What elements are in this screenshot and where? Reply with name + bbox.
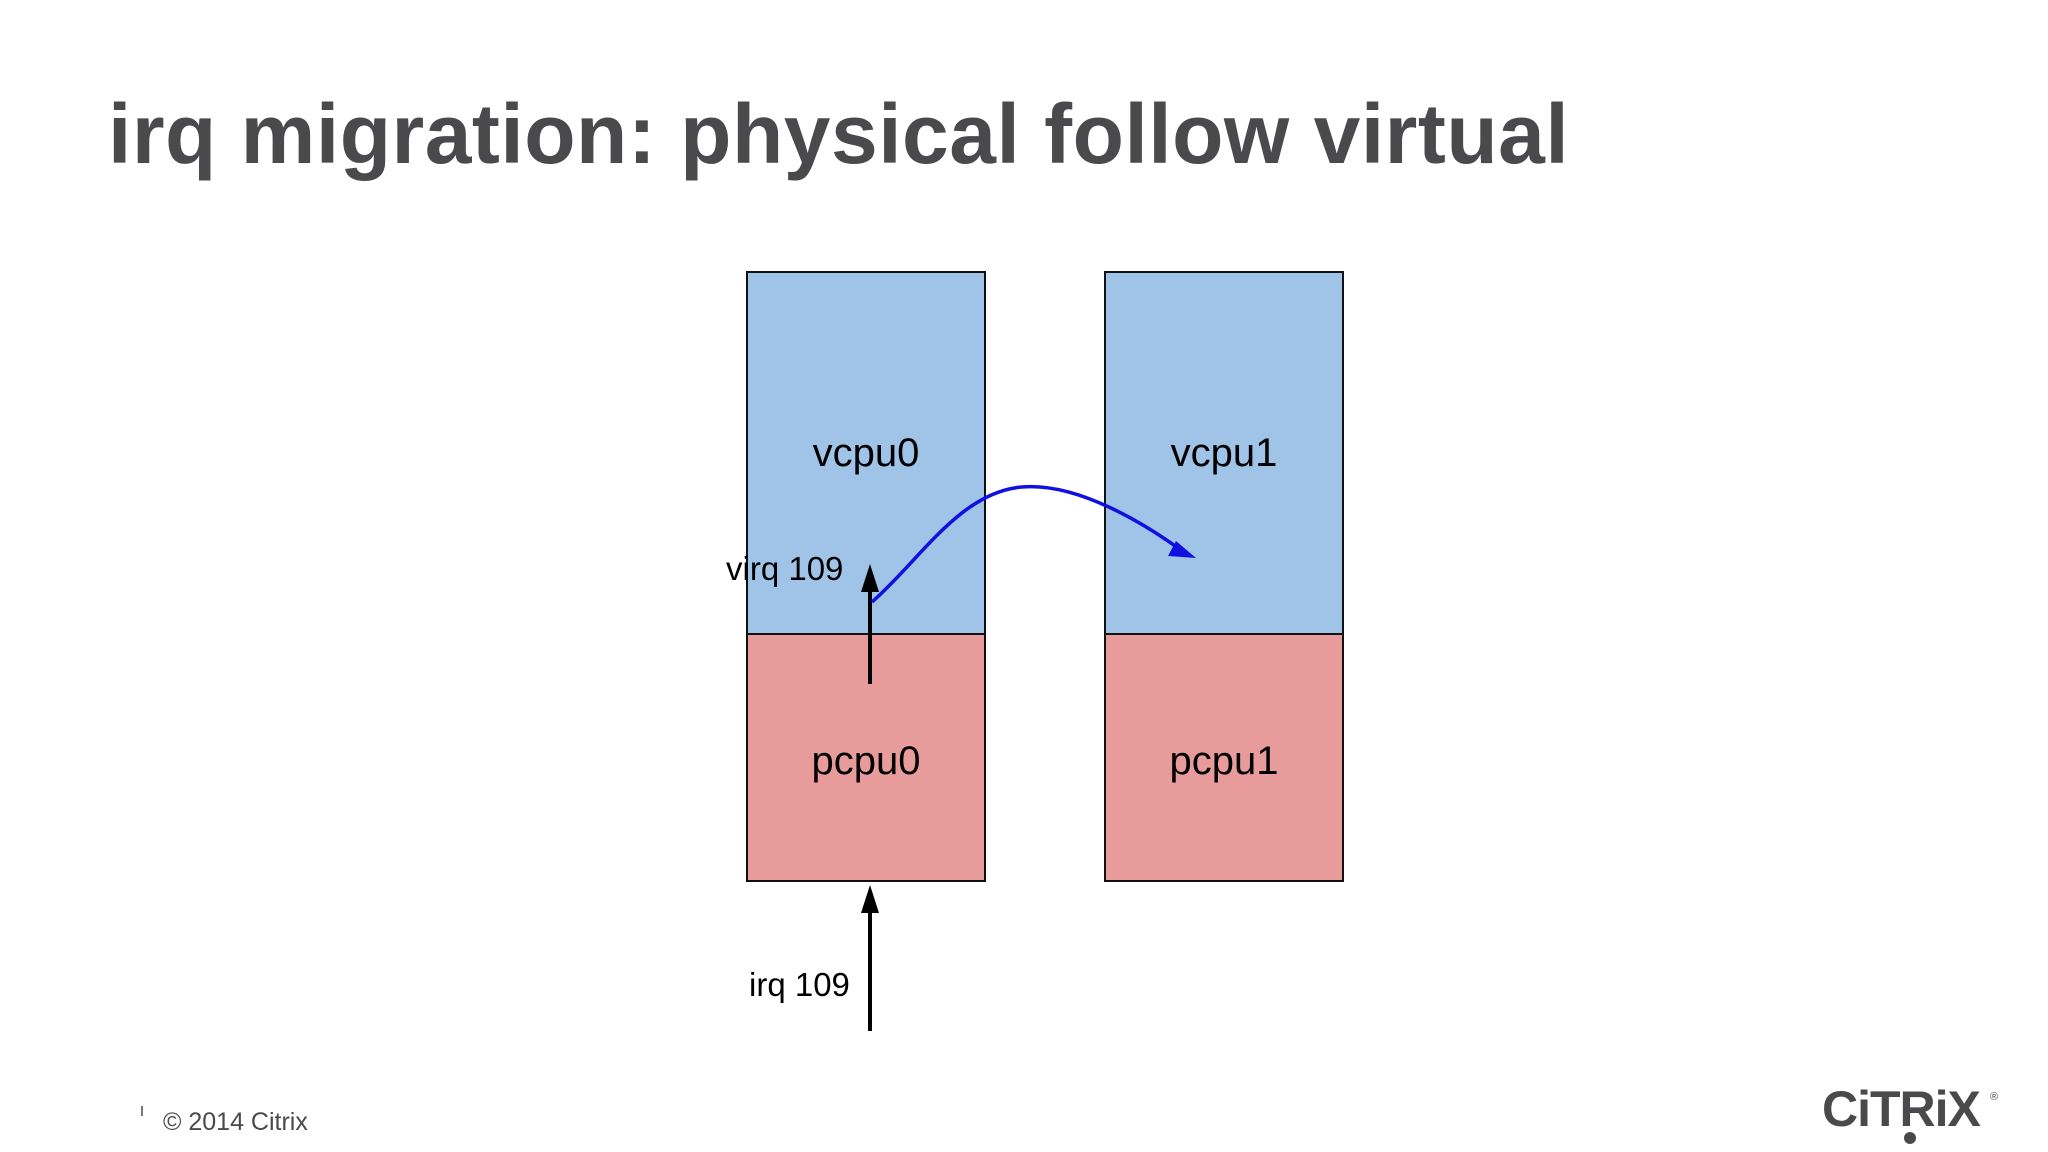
pcpu1-box: pcpu1 xyxy=(1104,633,1344,882)
pcpu0-label: pcpu0 xyxy=(811,739,921,783)
copyright-text: © 2014 Citrix xyxy=(163,1108,308,1136)
svg-text:CiTRiX: CiTRiX xyxy=(1822,1081,1981,1137)
vcpu1-label: vcpu1 xyxy=(1170,431,1278,475)
pcpu1-label: pcpu1 xyxy=(1169,739,1279,783)
vcpu1-box: vcpu1 xyxy=(1104,271,1344,635)
pcpu0-box: pcpu0 xyxy=(746,633,986,882)
svg-text:®: ® xyxy=(1990,1091,1998,1103)
slide-title: irq migration: physical follow virtual xyxy=(108,87,1570,181)
vcpu0-label: vcpu0 xyxy=(812,431,920,475)
irq-arrow xyxy=(861,885,879,1031)
irq-label: irq 109 xyxy=(749,966,850,1003)
footer-divider xyxy=(141,1106,143,1116)
virq-label: virq 109 xyxy=(726,550,844,587)
citrix-logo: CiTRiX ® xyxy=(1822,1081,1998,1144)
